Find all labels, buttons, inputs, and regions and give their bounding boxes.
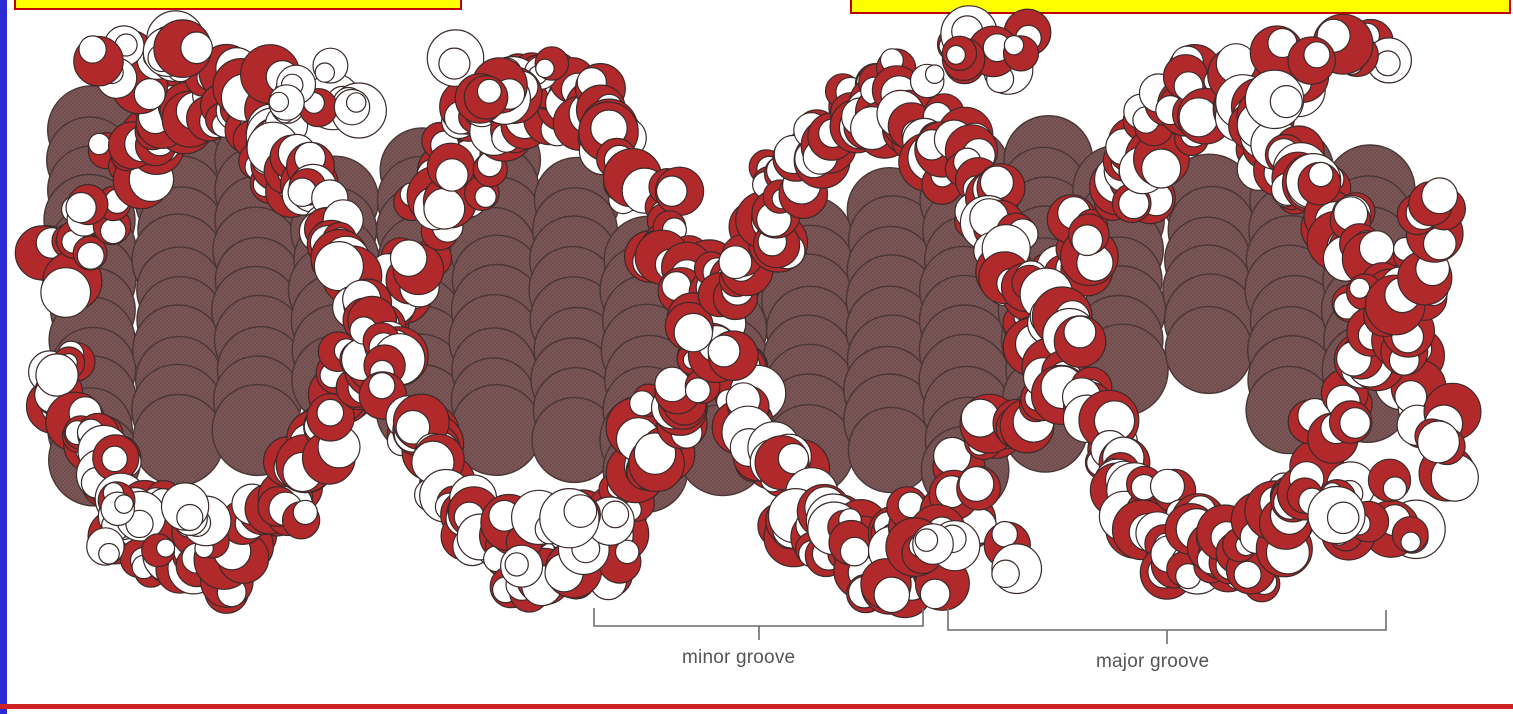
base-atom [133, 395, 224, 486]
hydrogen-atom [992, 560, 1019, 587]
hydrogen-atom [41, 268, 91, 318]
hydrogen-atom [1418, 421, 1460, 463]
hydrogen-atom [1270, 86, 1302, 118]
hydrogen-atom [1142, 149, 1181, 188]
hydrogen-atom [1234, 561, 1261, 588]
hydrogen-atom [89, 133, 110, 154]
hydrogen-atom [1375, 51, 1400, 76]
hydrogen-atom [347, 93, 366, 112]
major-groove-bracket [948, 608, 1386, 644]
hydrogen-atom [115, 495, 133, 513]
base-atom [1165, 307, 1252, 394]
hydrogen-atom [477, 79, 501, 103]
hydrogen-atom [424, 188, 465, 229]
hydrogen-atom [36, 354, 78, 396]
hydrogen-atom [1064, 316, 1096, 348]
hydrogen-atom [980, 166, 1013, 199]
hydrogen-atom [630, 391, 655, 416]
hydrogen-atom [134, 79, 165, 110]
hydrogen-atom [686, 378, 711, 403]
hydrogen-atom [920, 579, 950, 609]
hydrogen-atom [181, 32, 213, 64]
hydrogen-atom [915, 529, 937, 551]
hydrogen-atom [947, 46, 966, 65]
hydrogen-atom [317, 399, 344, 426]
hydrogen-atom [959, 467, 994, 502]
hydrogen-atom [102, 446, 127, 471]
hydrogen-atom [475, 186, 496, 207]
hydrogen-atom [564, 495, 597, 528]
hydrogen-atom [269, 92, 288, 111]
hydrogen-atom [101, 218, 126, 243]
hydrogen-atom [1179, 98, 1218, 137]
hydrogen-atom [77, 242, 104, 269]
hydrogen-atom [391, 240, 427, 276]
hydrogen-atom [436, 159, 468, 191]
hydrogen-atom [1004, 36, 1023, 55]
hydrogen-atom [719, 246, 752, 279]
groove-brackets [594, 608, 1386, 644]
hydrogen-atom [157, 539, 175, 557]
minor-groove-label: minor groove [682, 647, 795, 669]
bottom-divider [0, 704, 1513, 709]
minor-groove-bracket [594, 608, 923, 640]
hydrogen-atom [293, 500, 317, 524]
hydrogen-atom [674, 313, 712, 351]
hydrogen-atom [369, 373, 395, 399]
hydrogen-atom [99, 544, 120, 565]
hydrogen-atom [708, 335, 740, 367]
hydrogen-atom [1359, 231, 1393, 265]
hydrogen-atom [1383, 477, 1406, 500]
hydrogen-atom [1340, 408, 1371, 439]
hydrogen-atom [177, 505, 203, 531]
hydrogen-atom [1328, 502, 1359, 533]
hydrogen-atom [657, 176, 687, 206]
hydrogen-atom [315, 63, 334, 82]
hydrogen-atom [602, 501, 629, 528]
hydrogen-atom [1422, 178, 1458, 214]
hydrogen-atom [1424, 227, 1457, 260]
hydrogen-atom [926, 65, 944, 83]
hydrogen-atom [1304, 42, 1330, 68]
major-groove-label: major groove [1096, 651, 1209, 673]
hydrogen-atom [536, 59, 554, 77]
hydrogen-atom [505, 553, 528, 576]
hydrogen-atom [874, 577, 909, 612]
hydrogen-atom [66, 193, 96, 223]
hydrogen-atom [992, 522, 1017, 547]
hydrogen-atom [1072, 225, 1103, 256]
hydrogen-atom [840, 537, 869, 566]
hydrogen-atom [439, 48, 470, 79]
base-atom [848, 407, 933, 492]
hydrogen-atom [1309, 162, 1333, 186]
hydrogen-atom [1151, 469, 1185, 503]
hydrogen-atom [1401, 532, 1421, 552]
hydrogen-atom [79, 36, 106, 63]
